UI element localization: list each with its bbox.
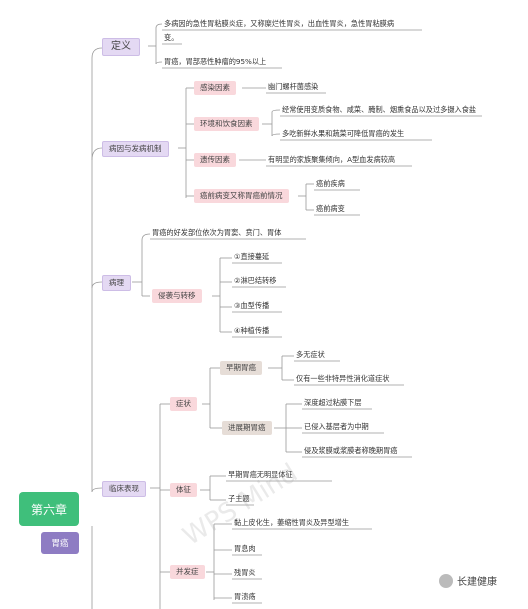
precancer-node[interactable]: 癌前病变又称胃癌前情况	[194, 189, 289, 203]
topic-node-gastric-cancer[interactable]: 胃癌	[41, 532, 79, 554]
definition-text-2: 胃癌，胃部恶性肿瘤的95%以上	[164, 57, 267, 66]
precancer-leaf-1: 癌前疾病	[316, 179, 345, 188]
environment-leaf-2: 多吃新鲜水果和蔬菜可降低胃癌的发生	[282, 129, 405, 138]
etiology-node[interactable]: 病因与发病机制	[102, 141, 169, 157]
genetic-factor-node[interactable]: 遗传因素	[194, 153, 236, 167]
environment-leaf-1: 经常使用变质食物、咸菜、腌制、烟熏食品以及过多摄入食盐	[282, 105, 477, 114]
early-cancer-node[interactable]: 早期胃癌	[220, 361, 262, 375]
brand-badge: 长建健康	[439, 573, 497, 588]
definition-text-1b: 变。	[164, 33, 179, 42]
spread-leaf-3: ③血型传播	[234, 301, 270, 310]
genetic-leaf: 有明显的家族聚集倾向，A型血发病较高	[268, 155, 396, 164]
invasion-metastasis-node[interactable]: 侵袭与转移	[152, 289, 202, 303]
symptoms-node[interactable]: 症状	[170, 397, 197, 411]
complications-node[interactable]: 并发症	[170, 565, 205, 579]
complication-leaf-1: 黏上皮化生，萎缩性胃炎及异型增生	[234, 518, 350, 527]
pathology-site-leaf: 胃癌的好发部位依次为胃窦、贲门、胃体	[152, 228, 282, 237]
precancer-leaf-2: 癌前病变	[316, 204, 345, 213]
complication-leaf-2: 胃息肉	[234, 544, 256, 553]
advanced-leaf-2: 已侵入基层者为中期	[304, 422, 369, 431]
signs-leaf-2: 子主题	[228, 494, 250, 503]
clinical-node[interactable]: 临床表现	[102, 481, 146, 497]
early-leaf-2: 仅有一些非特异性消化道症状	[296, 374, 390, 383]
brand-name: 长建健康	[457, 577, 497, 588]
definition-text-1: 多病因的急性胃粘膜炎症，又称糜烂性胃炎，出血性胃炎，急性胃粘膜病	[164, 19, 395, 28]
wechat-icon	[439, 573, 453, 588]
early-leaf-1: 多无症状	[296, 350, 325, 359]
spread-leaf-1: ①直接蔓延	[234, 252, 270, 261]
infection-factor-node[interactable]: 感染因素	[194, 81, 236, 95]
root-node[interactable]: 第六章	[19, 492, 79, 526]
definition-node[interactable]: 定义	[102, 38, 140, 56]
spread-leaf-2: ②淋巴结转移	[234, 276, 277, 285]
advanced-leaf-3: 侵及浆膜或浆膜者称晚期胃癌	[304, 446, 398, 455]
signs-leaf-1: 早期胃癌无明显体征	[228, 470, 293, 479]
spread-leaf-4: ④种植传播	[234, 326, 270, 335]
advanced-leaf-1: 深度超过粘膜下层	[304, 398, 362, 407]
advanced-cancer-node[interactable]: 进展期胃癌	[222, 421, 272, 435]
environment-factor-node[interactable]: 环境和饮食因素	[194, 117, 259, 131]
signs-node[interactable]: 体征	[170, 483, 197, 497]
complication-leaf-4: 胃溃疡	[234, 592, 256, 601]
pathology-node[interactable]: 病理	[102, 275, 131, 291]
infection-leaf: 幽门螺杆菌感染	[268, 82, 319, 91]
complication-leaf-3: 残胃炎	[234, 568, 256, 577]
